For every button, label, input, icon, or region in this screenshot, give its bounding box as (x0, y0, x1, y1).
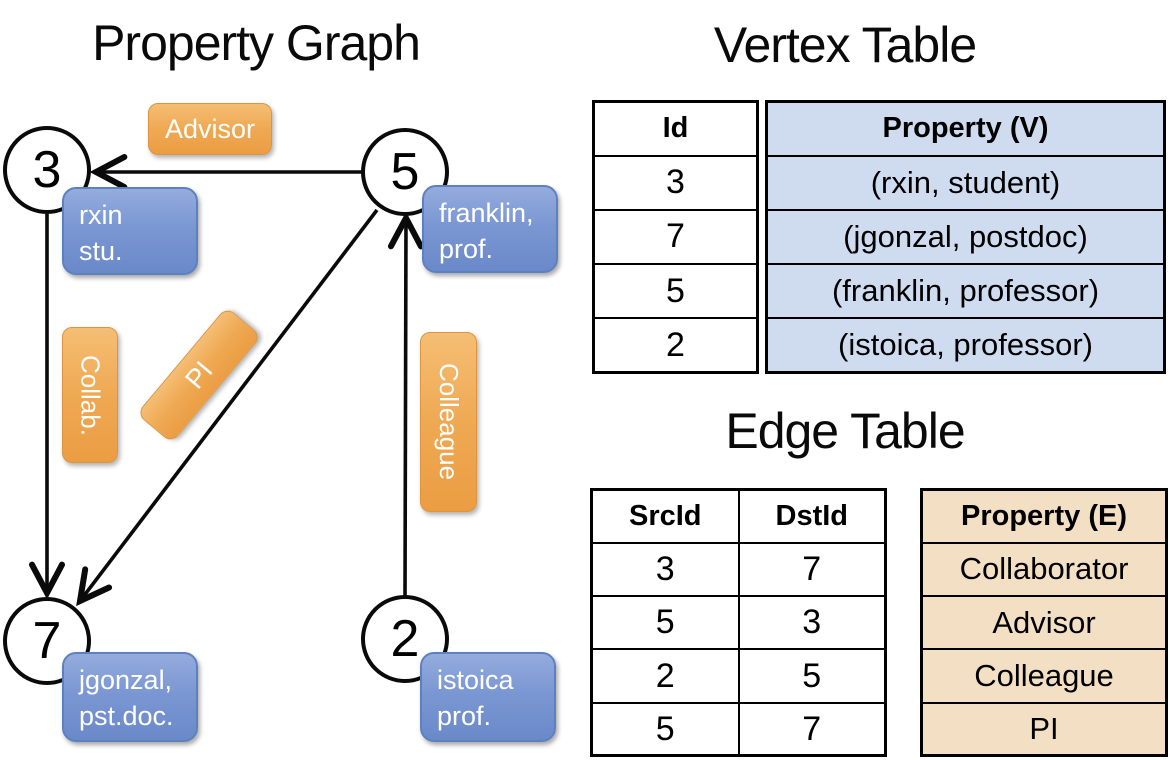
property-line: jgonzal, (79, 665, 173, 695)
table-row: 5 (592, 263, 759, 320)
edge-dstid-cell: 3 (737, 595, 887, 651)
vertex-property-cell: (istoica, professor) (765, 317, 1166, 374)
edge-line-colleague-2-5 (387, 211, 424, 598)
table-row: PI (920, 701, 1168, 757)
property-line: prof. (437, 701, 492, 731)
edge-dstid-cell: 7 (737, 701, 887, 757)
node-circle-2: 2 (361, 595, 449, 683)
table-row: 7 (592, 208, 759, 266)
table-row: (jgonzal, postdoc) (765, 208, 1166, 266)
edge-table-id-columns: SrcId DstId 3 7 5 3 2 5 5 7 (590, 488, 887, 758)
edge-property-header: Property (E) (920, 488, 1168, 544)
property-line: pst.doc. (79, 701, 174, 731)
table-row: 2 (592, 317, 759, 374)
property-line: rxin (79, 200, 123, 230)
edge-srcid-header: SrcId (590, 488, 740, 544)
property-box-franklin: franklin, prof. (422, 185, 558, 273)
vertex-property-cell: (jgonzal, postdoc) (765, 208, 1166, 266)
table-row: 5 7 (590, 701, 887, 757)
vertex-table-id-column: Id 3 7 5 2 (592, 100, 759, 374)
property-line: franklin, (439, 198, 534, 228)
edge-property-cell: Collaborator (920, 541, 1168, 598)
vertex-property-cell: (rxin, student) (765, 154, 1166, 211)
edge-label-collab: Collab. (62, 327, 118, 463)
vertex-id-cell: 7 (592, 208, 759, 266)
vertex-table-property-column: Property (V) (rxin, student) (jgonzal, p… (765, 100, 1166, 374)
node-id: 5 (390, 143, 420, 201)
edge-line-pi-5-7 (76, 208, 379, 607)
edge-dstid-header: DstId (737, 488, 887, 544)
vertex-id-cell: 3 (592, 154, 759, 211)
table-row: 2 5 (590, 648, 887, 704)
table-row: Colleague (920, 648, 1168, 704)
edge-srcid-cell: 5 (590, 701, 740, 757)
vertex-id-cell: 5 (592, 263, 759, 320)
node-id: 7 (32, 612, 62, 670)
graph-edges (29, 154, 424, 607)
vertex-id-header: Id (592, 100, 759, 157)
property-graph-title: Property Graph (92, 15, 421, 71)
property-box-jgonzal: jgonzal, pst.doc. (62, 652, 198, 742)
table-row: 3 7 (590, 541, 887, 598)
property-line: istoica (437, 665, 514, 695)
edge-dstid-cell: 7 (737, 541, 887, 598)
property-line: prof. (439, 234, 494, 264)
edge-table-property-column: Property (E) Collaborator Advisor Collea… (920, 488, 1168, 758)
vertex-id-cell: 2 (592, 317, 759, 374)
table-row: 5 3 (590, 595, 887, 651)
vertex-property-header: Property (V) (765, 100, 1166, 157)
table-row: Advisor (920, 595, 1168, 651)
edge-table-title: Edge Table (725, 403, 965, 459)
vertex-property-cell: (franklin, professor) (765, 263, 1166, 320)
table-row: (istoica, professor) (765, 317, 1166, 374)
table-row: 3 (592, 154, 759, 211)
property-box-istoica: istoica prof. (420, 652, 556, 742)
edge-srcid-cell: 2 (590, 648, 740, 704)
edge-srcid-cell: 5 (590, 595, 740, 651)
node-id: 2 (390, 610, 420, 668)
table-row: (rxin, student) (765, 154, 1166, 211)
edge-property-cell: Advisor (920, 595, 1168, 651)
vertex-table-title: Vertex Table (713, 17, 977, 73)
node-id: 3 (32, 141, 62, 199)
edge-srcid-cell: 3 (590, 541, 740, 598)
edge-label-advisor: Advisor (148, 103, 272, 155)
table-row: (franklin, professor) (765, 263, 1166, 320)
table-row: Collaborator (920, 541, 1168, 598)
edge-label-colleague: Colleague (420, 332, 477, 512)
edge-property-cell: Colleague (920, 648, 1168, 704)
property-box-rxin: rxin stu. (62, 187, 198, 275)
edge-dstid-cell: 5 (737, 648, 887, 704)
property-line: stu. (79, 236, 123, 266)
edge-property-cell: PI (920, 701, 1168, 757)
